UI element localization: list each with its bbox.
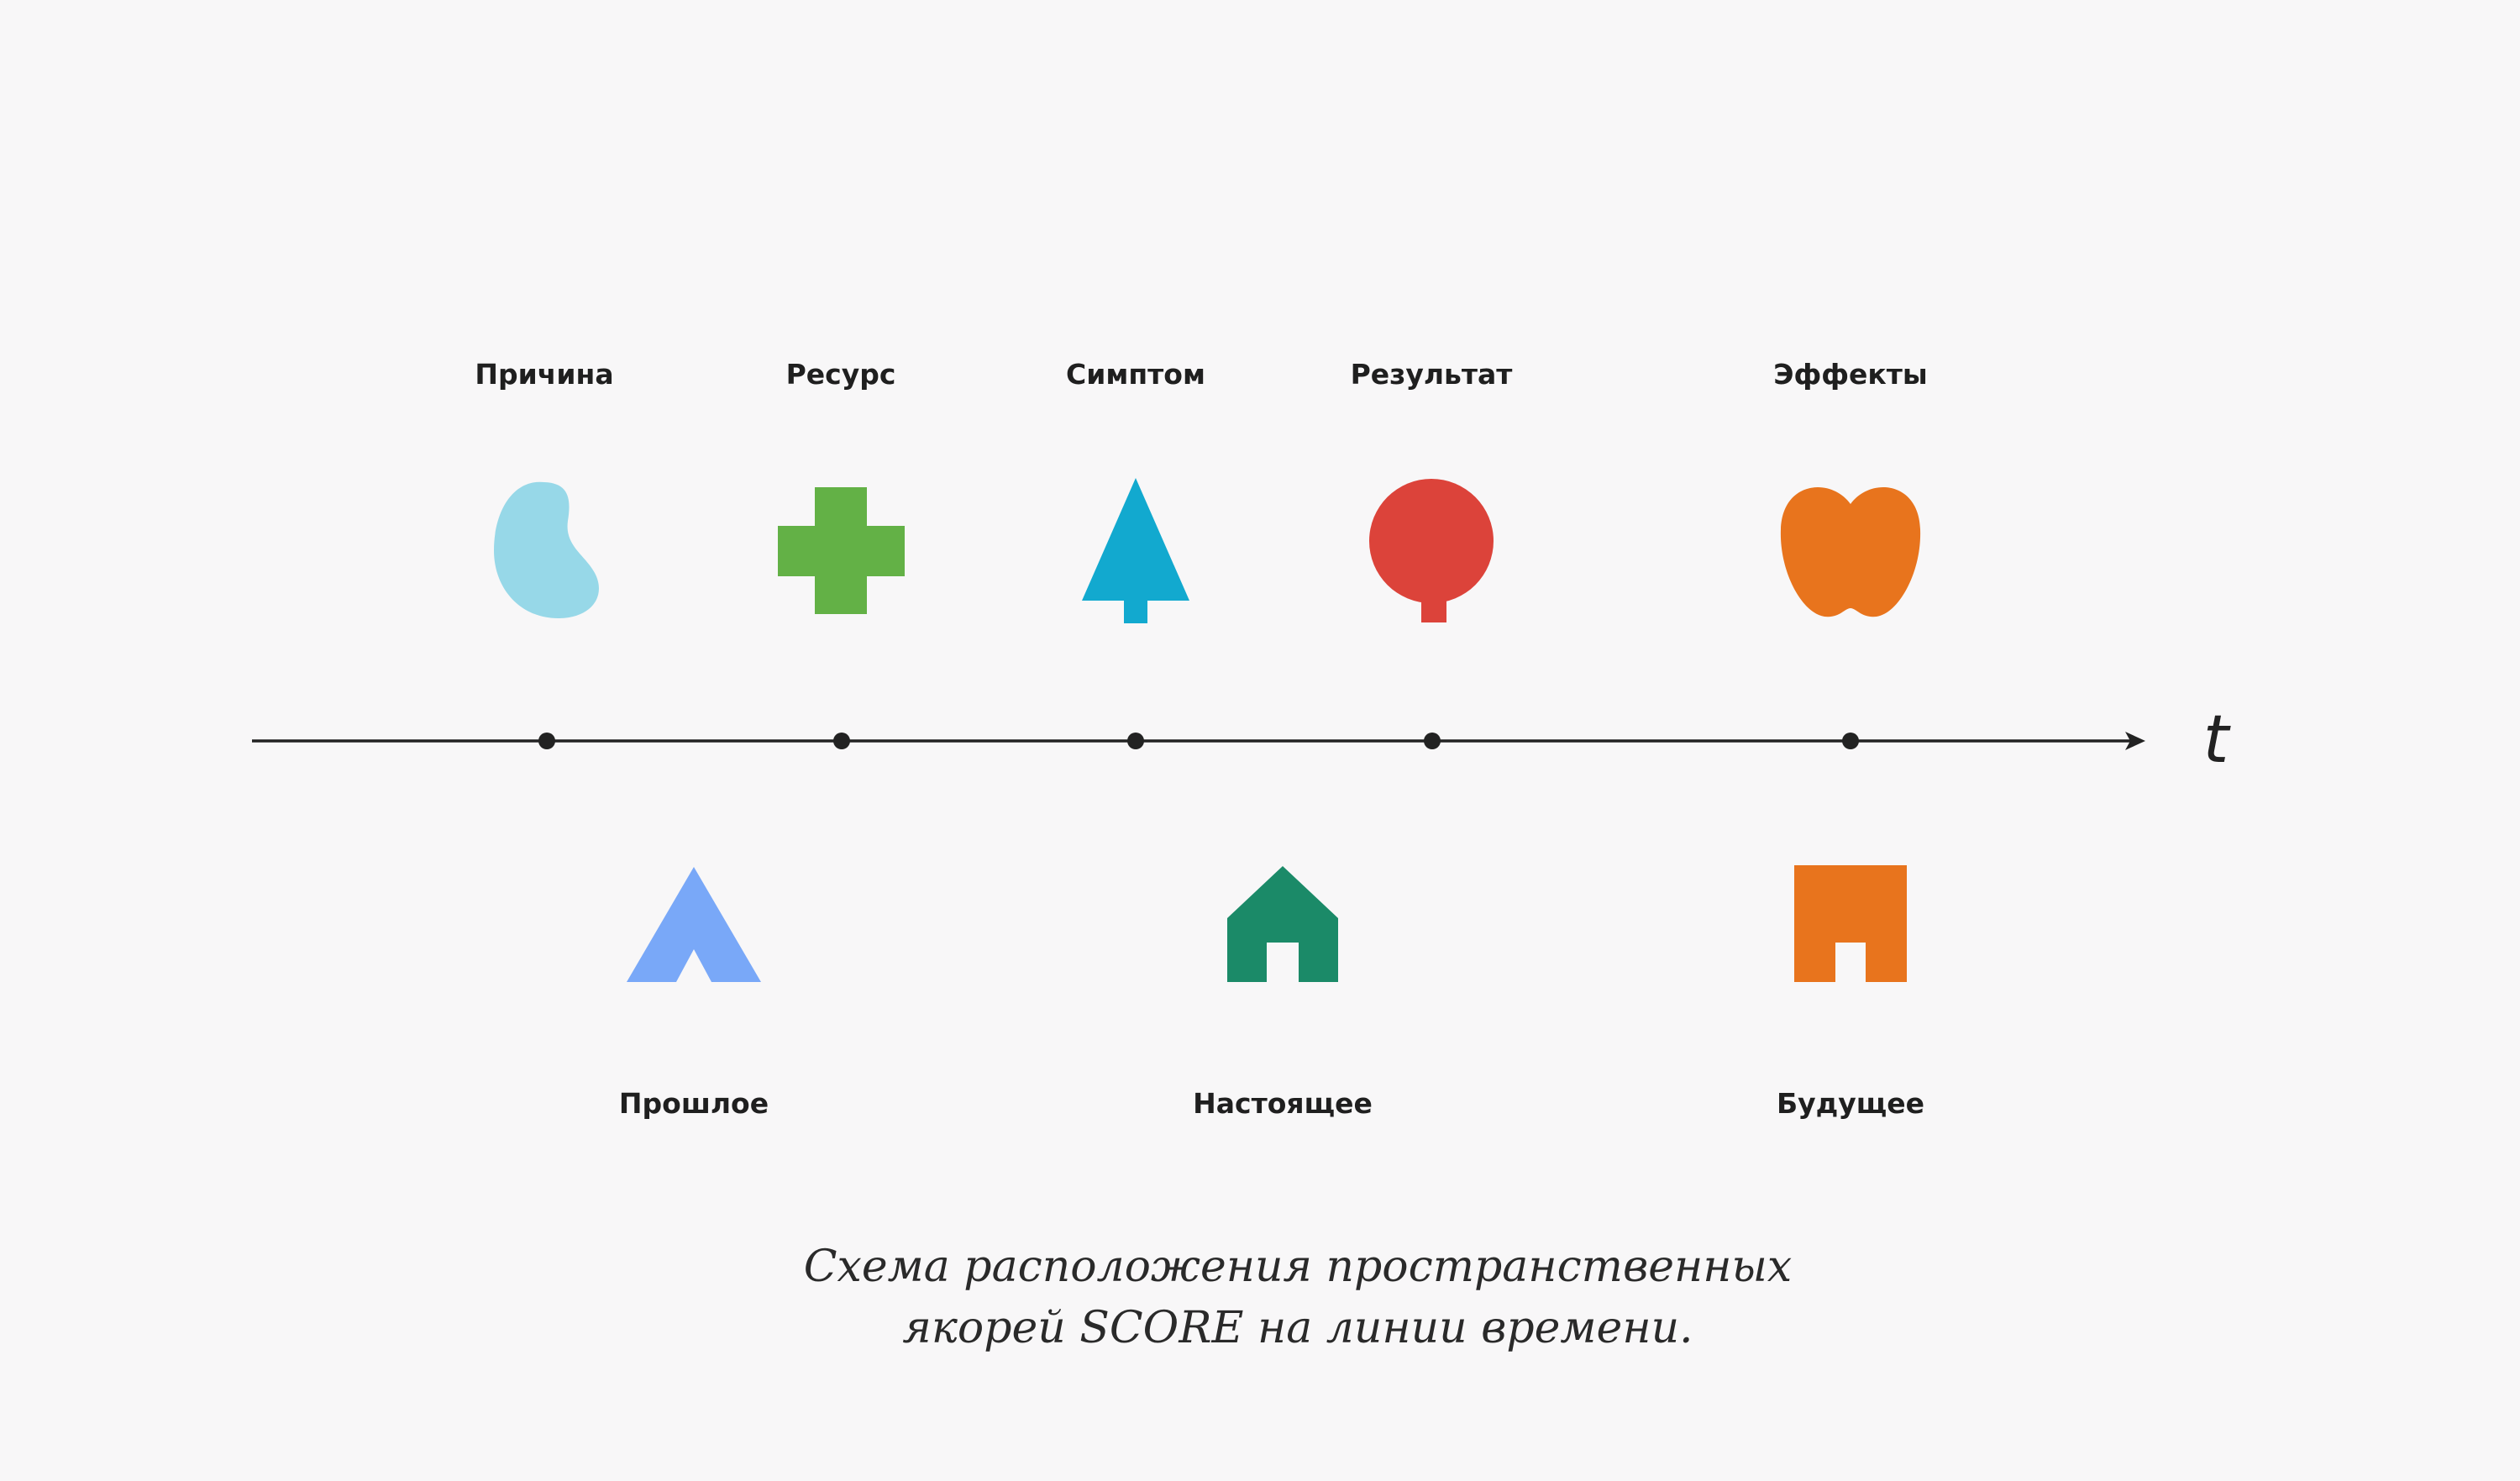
bean-icon [494,481,599,619]
timeline-dot-symptom [1127,733,1144,749]
label-symptom: Симптом [1066,358,1205,391]
timeline-dot-resource [833,733,850,749]
tent-icon [627,867,761,982]
label-effects: Эффекты [1773,358,1927,391]
time-axis-label: t [2203,702,2231,778]
house-icon [1227,866,1338,982]
label-present: Настоящее [1193,1087,1373,1120]
round-tree-crown [1369,479,1494,603]
time-axis-arrowhead [2125,732,2145,750]
caption-line-1: Схема расположения пространственных [804,1242,1792,1292]
label-cause: Причина [475,358,613,391]
label-future: Будущее [1777,1087,1924,1120]
label-resource: Ресурс [786,358,896,391]
fir-tree-icon [1082,478,1189,623]
timeline-dot-result [1424,733,1441,749]
timeline-dot-cause [538,733,555,749]
caption-line-2: якорей SCORE на линии времени. [902,1303,1693,1353]
label-result: Результат [1351,358,1513,391]
plus-cross-icon [778,487,905,614]
gate-icon [1794,865,1907,982]
label-past: Прошлое [619,1087,769,1120]
round-tree-trunk [1421,592,1446,622]
round-tree-icon [1369,479,1494,622]
apple-icon [1780,487,1921,617]
timeline-dot-effects [1842,733,1859,749]
